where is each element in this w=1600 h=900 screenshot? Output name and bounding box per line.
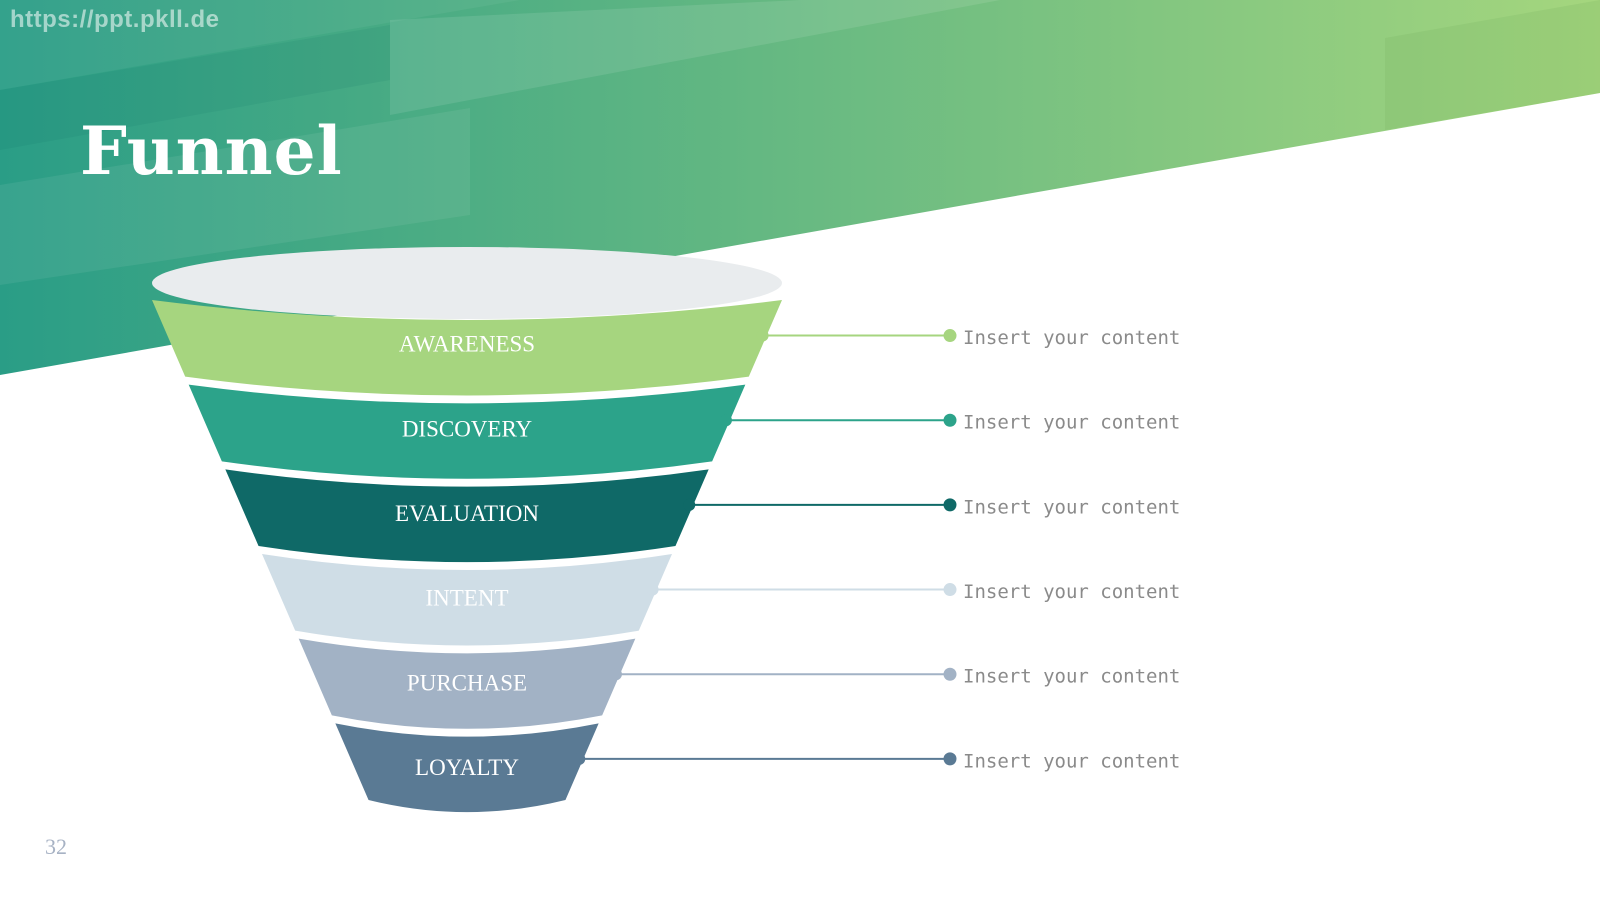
funnel-stage-awareness [152,300,782,396]
funnel-rim-ellipse [152,247,782,319]
connector-start-dot [756,329,769,342]
funnel-stage-evaluation [225,469,709,563]
connector-start-dot [609,668,622,681]
connector-end-dot [943,498,957,512]
connector-end-dot [943,752,957,766]
connector-start-dot [719,414,732,427]
funnel-rim [152,247,782,320]
stage-content-text: Insert your content [963,581,1180,603]
connector-end-dot [943,329,957,343]
stage-content-text: Insert your content [963,750,1180,772]
stage-content-text: Insert your content [963,412,1180,434]
funnel-stage-label: INTENT [425,586,508,611]
funnel-stage-label: AWARENESS [399,332,535,357]
header-stripes [0,0,1600,285]
funnel-stage-label: PURCHASE [407,670,527,695]
connector-start-dot [683,498,696,511]
connector-start-dot [573,752,586,765]
stage-content-text: Insert your content [963,496,1180,518]
connector-end-dot [943,413,957,427]
page-title: Funnel [80,112,343,190]
funnel-stage-loyalty [335,723,599,813]
connector-end-dot [943,583,957,597]
funnel-stage-label: EVALUATION [395,501,539,526]
connector-end-dot [943,667,957,681]
funnel-stage-label: LOYALTY [415,755,519,780]
connector-start-dot [646,583,659,596]
funnel-stage-intent [262,554,672,646]
watermark: https://ppt.pkll.de [10,6,220,33]
funnel-stage-label: DISCOVERY [402,416,533,441]
funnel-stage-discovery [188,384,746,479]
funnel-stage-purchase [298,638,636,729]
stage-content-text: Insert your content [963,327,1180,349]
funnel-stages: AWARENESS DISCOVERY EVALUATION INTENT PURCHA… [152,300,782,813]
stage-content-text: Insert your content [963,666,1180,688]
page-number: 32 [45,834,67,859]
